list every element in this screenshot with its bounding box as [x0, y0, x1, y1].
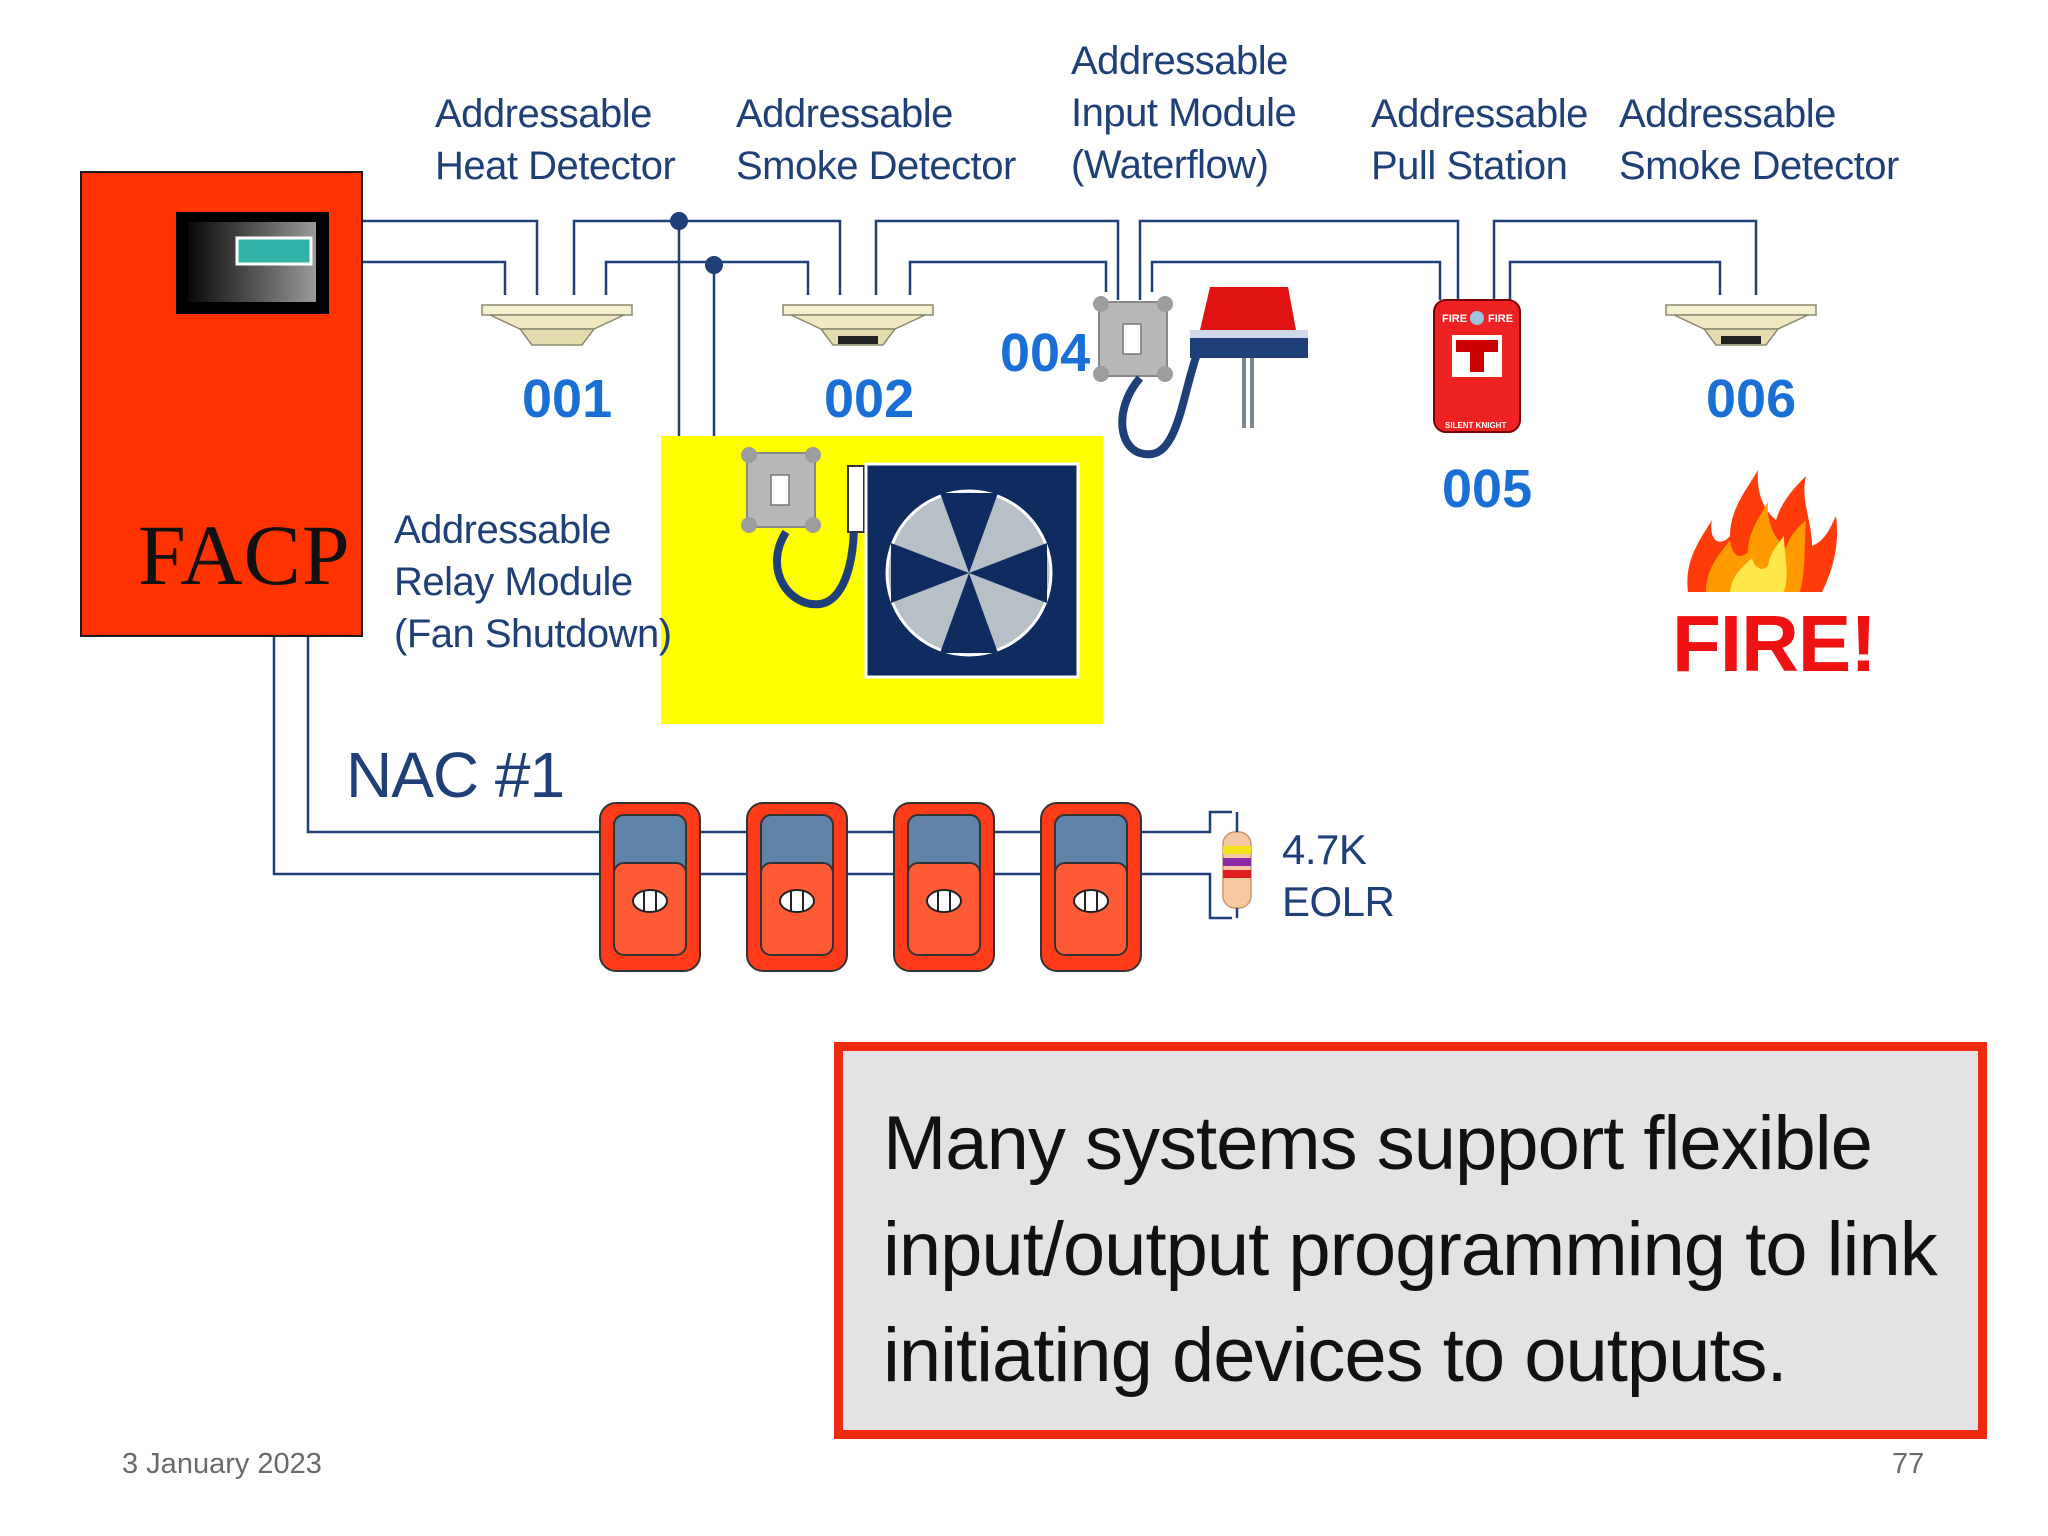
svg-text:SILENT KNIGHT: SILENT KNIGHT: [1445, 421, 1506, 430]
notification-appliances: [599, 802, 1142, 972]
wire-junction: [705, 256, 723, 274]
label-line: Relay Module: [394, 560, 633, 604]
nac-wiring: [272, 636, 1232, 920]
eolr-label: 4.7K EOLR: [1282, 824, 1395, 928]
label-line: Pull Station: [1371, 144, 1568, 188]
input-module-label: Addressable Input Module (Waterflow): [1071, 35, 1297, 191]
fire-label: FIRE!: [1672, 599, 1877, 688]
footer-date: 3 January 2023: [122, 1448, 322, 1480]
slc-wiring: [362, 219, 1758, 505]
smoke-detector-slots: [838, 336, 878, 344]
relay-module-label: Addressable Relay Module (Fan Shutdown): [394, 504, 672, 660]
wire-junction: [670, 212, 688, 230]
flame-icon: [1687, 470, 1838, 592]
page-number: 77: [1892, 1448, 1925, 1480]
label-line: Addressable: [435, 92, 652, 136]
eolr-value: 4.7K: [1282, 826, 1367, 873]
horn-strobe-icon: [893, 802, 995, 972]
smoke-detector-slots: [1721, 336, 1761, 344]
pull-station-icon: FIRE FIRE SILENT KNIGHT: [1433, 299, 1521, 433]
fan-icon: [864, 462, 1080, 679]
pull-station-label: Addressable Pull Station: [1371, 88, 1588, 192]
address-004: 004: [1000, 323, 1091, 383]
label-line: Smoke Detector: [736, 144, 1016, 188]
module-cable: [1118, 344, 1204, 459]
horn-strobe-icon: [1040, 802, 1142, 972]
eolr-text: EOLR: [1282, 878, 1395, 925]
label-line: Addressable: [1371, 92, 1588, 136]
facp-label: FACP: [138, 507, 351, 603]
panel-display-icon: [176, 212, 329, 314]
heat-detector-icon: [481, 304, 633, 346]
relay-module-icon: [740, 446, 822, 534]
label-line: Smoke Detector: [1619, 144, 1899, 188]
label-line: (Waterflow): [1071, 143, 1269, 187]
waterflow-switch-icon: [1190, 287, 1308, 428]
label-line: Addressable: [1071, 39, 1288, 83]
label-line: Heat Detector: [435, 144, 676, 188]
label-line: (Fan Shutdown): [394, 612, 672, 656]
heat-detector-label: Addressable Heat Detector: [435, 88, 676, 192]
nac-label: NAC #1: [346, 739, 565, 811]
address-002: 002: [824, 369, 915, 429]
address-006: 006: [1706, 369, 1797, 429]
label-line: Addressable: [394, 508, 611, 552]
label-line: Addressable: [1619, 92, 1836, 136]
address-005: 005: [1442, 459, 1533, 519]
label-line: Input Module: [1071, 91, 1297, 135]
svg-text:FIRE: FIRE: [1488, 313, 1513, 325]
relay-cable: [772, 499, 858, 609]
callout-text: Many systems support flexible input/outp…: [883, 1101, 1938, 1398]
horn-strobe-icon: [746, 802, 848, 972]
smoke-detector-2-label: Addressable Smoke Detector: [1619, 88, 1899, 192]
address-001: 001: [522, 369, 613, 429]
horn-strobe-icon: [599, 802, 701, 972]
callout-box: Many systems support flexible input/outp…: [834, 1042, 1987, 1439]
svg-text:FIRE: FIRE: [1442, 313, 1467, 325]
relay-contact: [847, 465, 865, 533]
input-module-icon: [1092, 295, 1174, 383]
label-line: Addressable: [736, 92, 953, 136]
resistor-icon: [1222, 812, 1252, 918]
smoke-detector-1-label: Addressable Smoke Detector: [736, 88, 1016, 192]
facp-panel: [80, 171, 363, 637]
